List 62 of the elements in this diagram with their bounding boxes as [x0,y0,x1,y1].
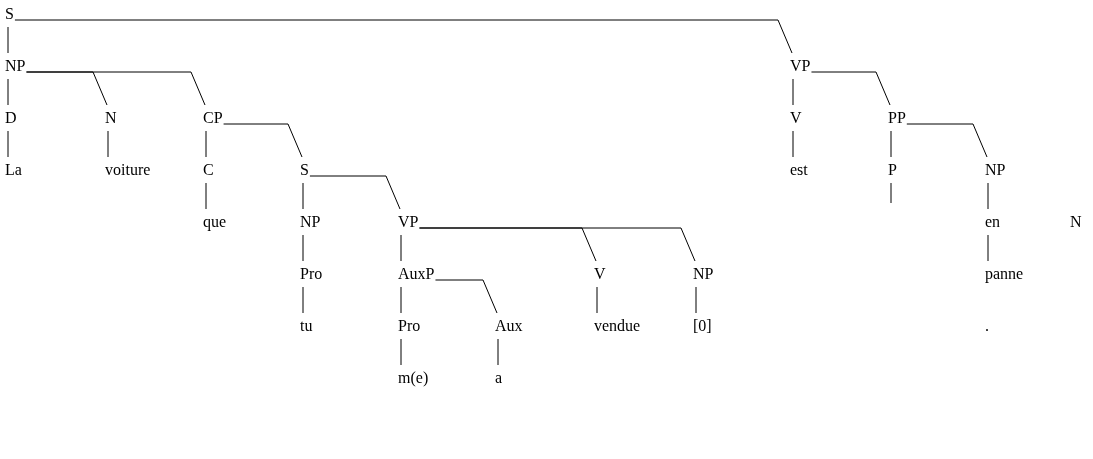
tree-branch [7,26,9,54]
tree-branch [987,182,989,210]
tree-node-label: Pro [398,317,421,335]
tree-node-label: voiture [105,161,151,179]
tree-branch [7,78,9,106]
tree-branch [302,234,304,262]
tree-node-label: D [5,109,17,127]
tree-branch [400,338,402,366]
tree-node-label: Aux [495,317,523,335]
tree-node-label: AuxP [398,265,435,283]
tree-branch [497,338,499,366]
tree-branch [205,182,207,210]
tree-node-label: NP [5,57,26,75]
tree-branch [302,182,304,210]
tree-node-label: P [888,161,897,179]
tree-branch [434,279,498,314]
tree-node-label: est [790,161,808,179]
tree-branch [418,227,696,262]
tree-node-label: Pro [300,265,323,283]
tree-node-label: VP [790,57,811,75]
annotation-text: . [985,317,989,335]
tree-branch [223,123,303,158]
tree-branch [107,130,109,158]
tree-branch [792,130,794,158]
tree-node-label: a [495,369,503,387]
tree-branch [792,78,794,106]
tree-node-label: tu [300,317,313,335]
tree-node-label: [0] [693,317,712,335]
tree-branch [25,71,206,106]
tree-node-label: NP [985,161,1006,179]
annotation-text: N [1070,213,1082,231]
tree-branch [890,130,892,158]
tree-branch [309,175,401,210]
tree-node-label: V [594,265,606,283]
tree-node-label: S [300,161,309,179]
tree-branch [14,19,793,54]
tree-node-label: La [5,161,22,179]
tree-node-label: VP [398,213,419,231]
tree-node-label: panne [985,265,1024,283]
tree-node-label: CP [203,109,223,127]
tree-branch [906,123,988,158]
tree-branch [400,234,402,262]
tree-node-label: V [790,109,802,127]
tree-node-label: NP [693,265,714,283]
tree-branch [302,286,304,314]
tree-branch [7,130,9,158]
tree-branch [596,286,598,314]
tree-node-label: C [203,161,214,179]
tree-node-label: m(e) [398,369,429,387]
tree-branch [695,286,697,314]
tree-node-label: N [105,109,117,127]
tree-branch [205,130,207,158]
tree-node-label: S [5,5,14,23]
tree-node-label: PP [888,109,906,127]
tree-node-label: en [985,213,1001,231]
tree-branch [810,71,891,106]
tree-node-label: que [203,213,227,231]
tree-node-label: NP [300,213,321,231]
tree-node-label: vendue [594,317,641,335]
tree-branch [400,286,402,314]
tree-branch [987,234,989,262]
tree-branch [890,182,892,204]
